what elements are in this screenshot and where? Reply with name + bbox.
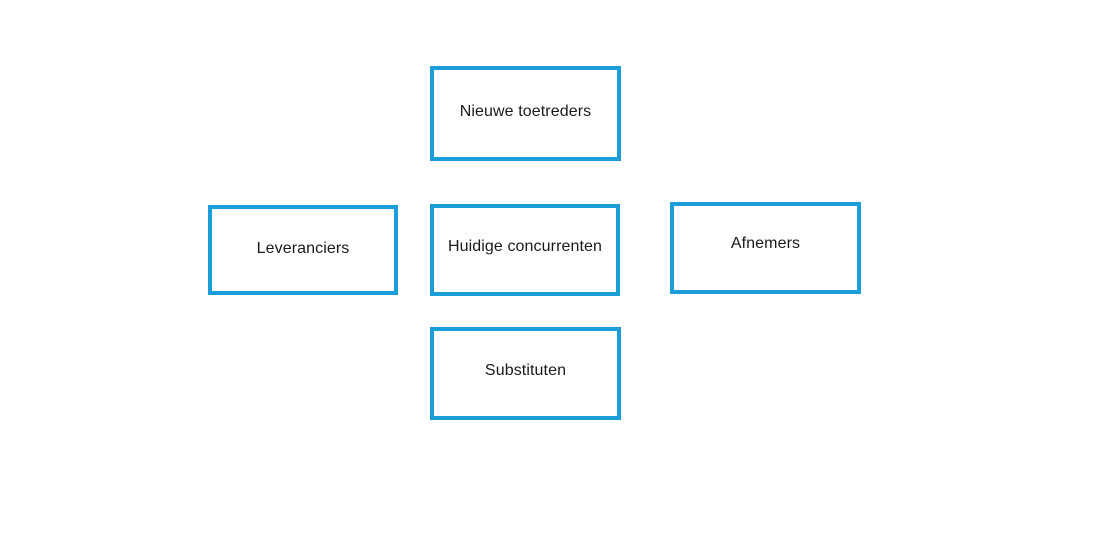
force-box-label: Nieuwe toetreders xyxy=(459,102,592,120)
force-box-label: Leveranciers xyxy=(256,240,350,258)
force-box-suppliers[interactable]: Leveranciers xyxy=(208,205,398,295)
force-box-current-competitors[interactable]: Huidige concurrenten xyxy=(430,204,620,296)
force-box-substitutes[interactable]: Substituten xyxy=(430,327,621,420)
force-box-label: Huidige concurrenten xyxy=(447,238,603,256)
force-box-label: Substituten xyxy=(484,361,567,379)
force-box-buyers[interactable]: Afnemers xyxy=(670,202,861,294)
force-box-new-entrants[interactable]: Nieuwe toetreders xyxy=(430,66,621,161)
force-box-label: Afnemers xyxy=(730,235,801,253)
